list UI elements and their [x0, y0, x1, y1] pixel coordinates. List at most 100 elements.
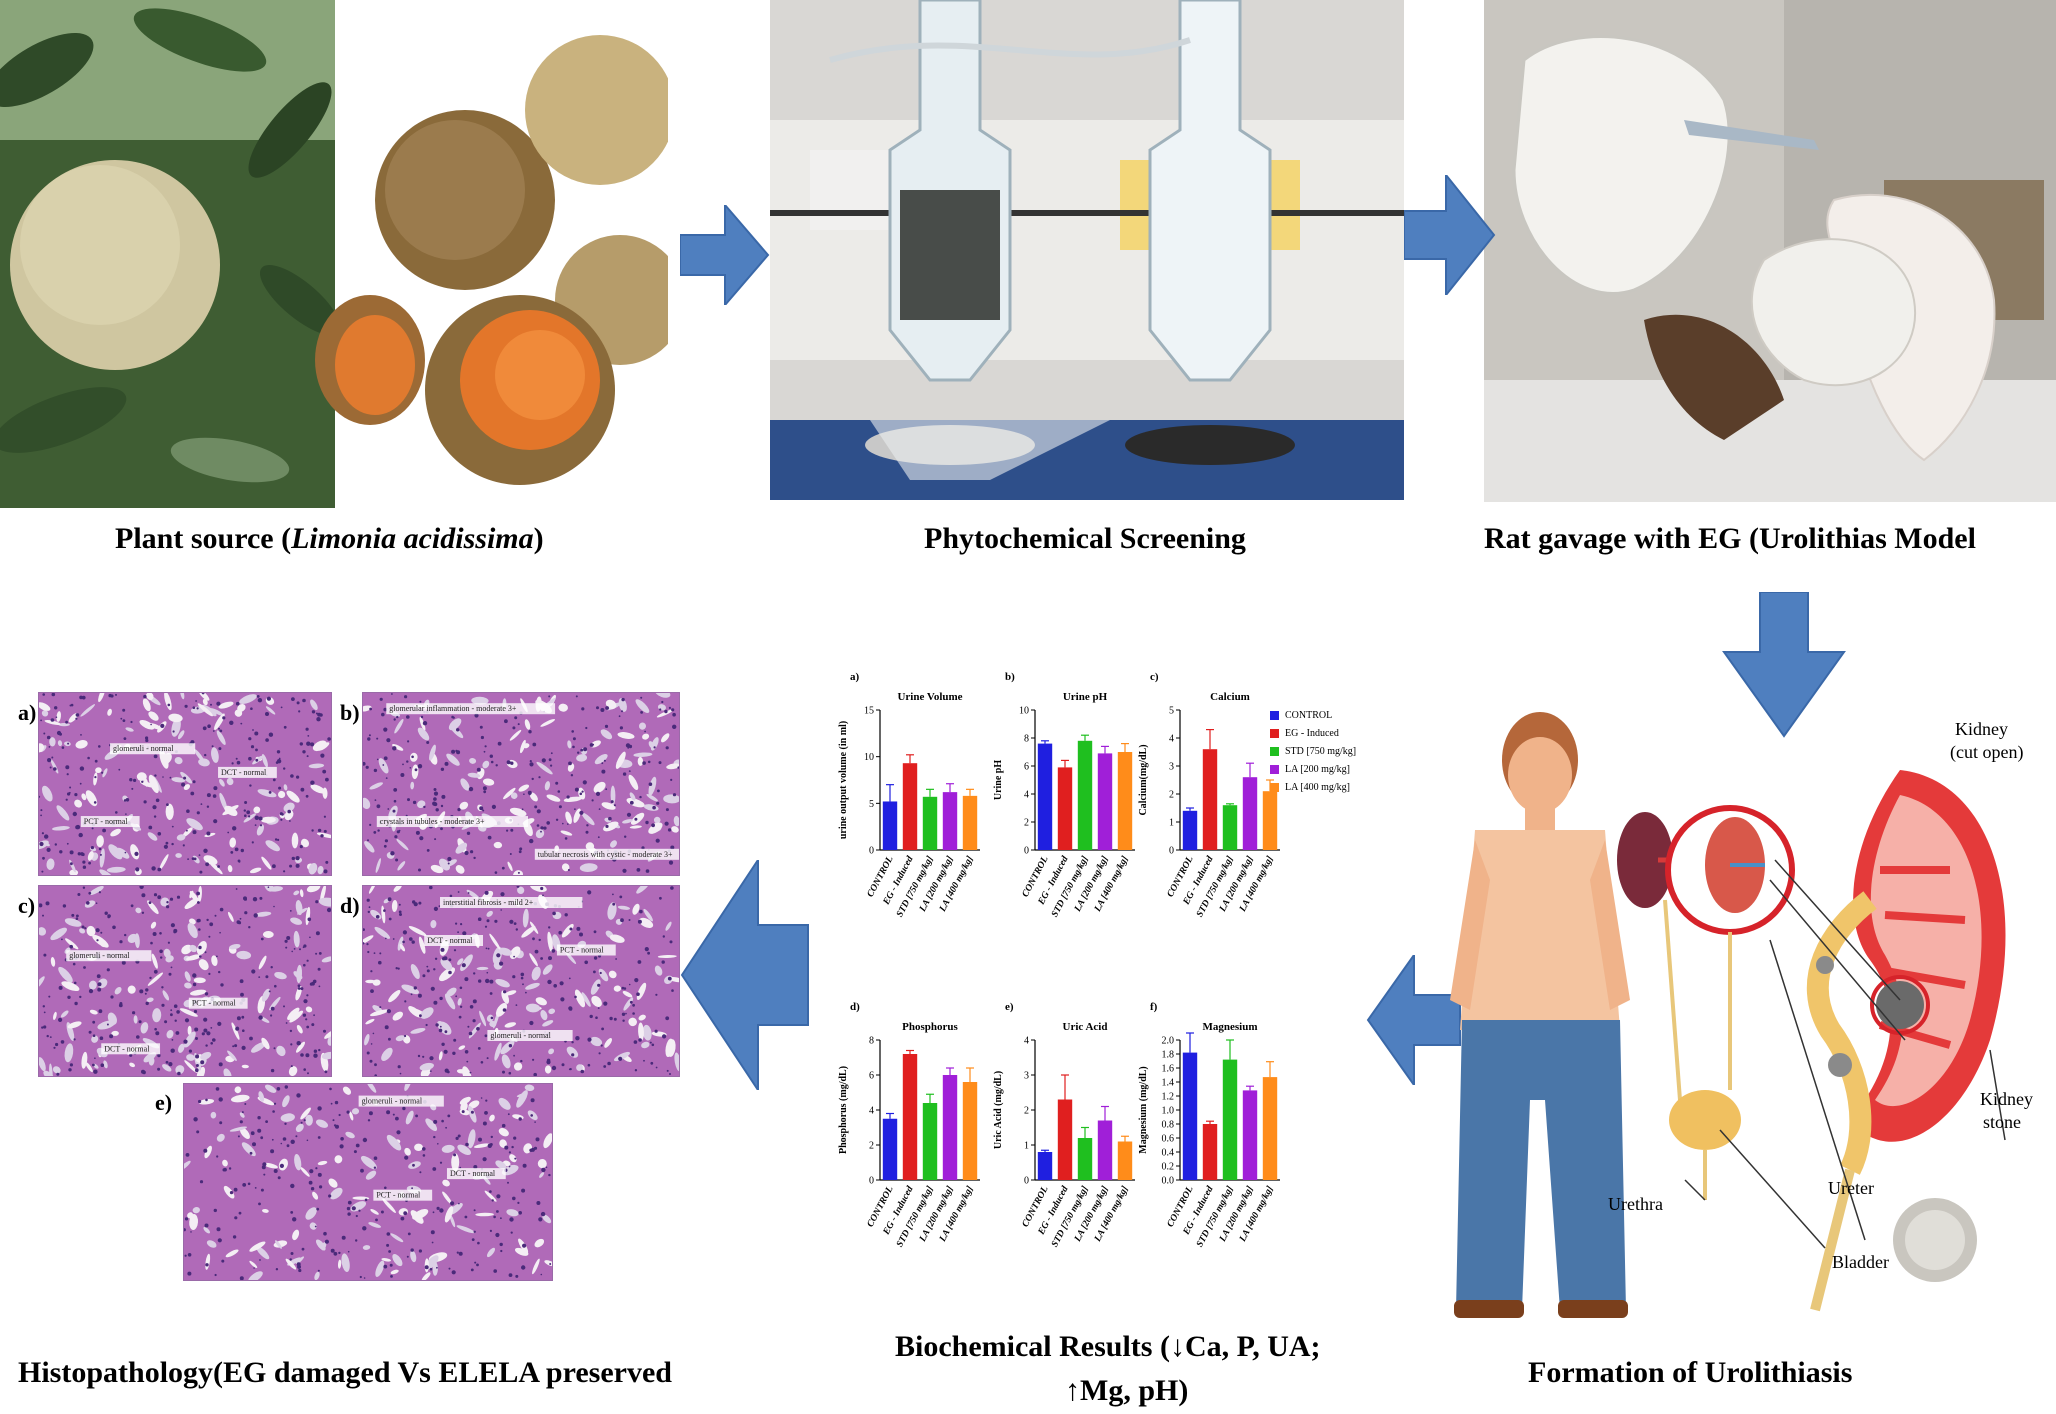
chart-y-tick-label: 0.0 [1162, 1176, 1175, 1187]
chart-title: Phosphorus [902, 1021, 958, 1033]
chart-y-label: Urine pH [993, 760, 1004, 801]
chart-y-tick-label: 8 [1024, 734, 1029, 745]
chart-bar [1242, 777, 1258, 850]
chart-panel-label: c) [1150, 671, 1159, 683]
legend-label-la400: LA [400 mg/kg] [1285, 782, 1350, 793]
chart-bar [1182, 810, 1198, 850]
chart-title: Uric Acid [1063, 1021, 1108, 1033]
histo-panel-b: glomerular inflammation - moderate 3+cry… [362, 692, 680, 876]
chart-bar [1182, 1052, 1198, 1180]
chart-bar [1242, 1090, 1258, 1180]
chart-y-tick-label: 0.4 [1162, 1148, 1175, 1159]
chart-y-tick-label: 0 [869, 846, 874, 857]
label-kidney-stone-2: stone [1983, 1112, 2021, 1132]
chart-bar [1077, 1138, 1093, 1180]
chart-legend: CONTROL EG - Induced STD [750 mg/kg] LA … [1270, 710, 1380, 800]
histo-tag-bg [188, 997, 248, 1009]
chart-bar [942, 792, 958, 850]
chart-y-tick-label: 2 [1169, 790, 1174, 801]
chart-y-tick-label: 1 [1024, 1141, 1029, 1152]
chart-y-tick-label: 0.2 [1162, 1162, 1175, 1173]
histo-tag-bg [446, 1168, 506, 1180]
histo-tag-bg [487, 1030, 573, 1041]
chart-y-tick-label: 8 [869, 1036, 874, 1047]
chart-y-tick-label: 3 [1024, 1071, 1029, 1082]
chart-y-tick-label: 1.2 [1162, 1092, 1175, 1103]
chart-y-tick-label: 5 [1169, 706, 1174, 717]
histo-tag: glomeruli - normal [490, 1031, 551, 1040]
legend-label-eg: EG - Induced [1285, 728, 1339, 739]
chart-y-tick-label: 4 [1024, 790, 1029, 801]
chart-y-tick-label: 0 [1169, 846, 1174, 857]
chart-bar [1097, 1120, 1113, 1180]
histo-panel-b-texture: glomerular inflammation - moderate 3+cry… [363, 693, 679, 875]
chart-y-label: Phosphorus (mg/dL) [838, 1066, 849, 1154]
chart-y-tick-label: 4 [1169, 734, 1174, 745]
arrow-right-2 [1404, 175, 1496, 295]
chart-y-tick-label: 1.6 [1162, 1064, 1175, 1075]
chart-title: Urine pH [1063, 691, 1108, 703]
chart-y-tick-label: 0 [869, 1176, 874, 1187]
formation-caption: Formation of Urolithiasis [1528, 1356, 1853, 1389]
chart-bar [1202, 749, 1218, 850]
chart-bar [1262, 1077, 1278, 1180]
biochem-caption-line1: Biochemical Results (↓Ca, P, UA; [895, 1330, 1321, 1363]
chart-bar [922, 1103, 938, 1180]
histo-tag: tubular necrosis with cystic - moderate … [538, 850, 673, 859]
chart-panel-label: f) [1150, 1001, 1158, 1013]
legend-swatch-std [1270, 747, 1279, 756]
chart-bar [1037, 743, 1053, 850]
chart-y-tick-label: 0.6 [1162, 1134, 1175, 1145]
label-ureter: Ureter [1828, 1178, 1874, 1198]
chart-bar [1097, 753, 1113, 850]
chart-panel-label: e) [1005, 1001, 1014, 1013]
chart-bar [882, 1118, 898, 1180]
histo-tag-bg [373, 1189, 433, 1201]
chart-panel-label: d) [850, 1001, 860, 1013]
label-urethra: Urethra [1608, 1194, 1663, 1214]
histo-tag-bg [80, 816, 140, 828]
chart-bar [902, 763, 918, 850]
histo-tag-bg [66, 950, 152, 962]
chart-bar [902, 1054, 918, 1180]
chart-bar [1117, 1141, 1133, 1180]
legend-item-std: STD [750 mg/kg] [1270, 746, 1380, 757]
phytochem-caption: Phytochemical Screening [924, 522, 1246, 555]
arrow-right-1 [680, 205, 770, 305]
chart-y-label: urine output volume (in ml) [838, 721, 849, 839]
chart-y-tick-label: 1.8 [1162, 1050, 1175, 1061]
label-cut-open: (cut open) [1950, 742, 2023, 763]
chart-y-tick-label: 1.4 [1162, 1078, 1175, 1089]
histo-tag-bg [110, 743, 196, 755]
biochem-caption-line2: ↑Mg, pH) [1065, 1374, 1189, 1407]
arrow-right-2-shape [1404, 175, 1496, 295]
chart-bar [1202, 1124, 1218, 1180]
histo-tag: glomeruli - normal [362, 1097, 423, 1106]
histo-tag-bg [534, 848, 679, 860]
chart-y-tick-label: 5 [869, 799, 874, 810]
histo-tag-bg [440, 897, 583, 908]
chart-bar [922, 796, 938, 850]
chart-bar [1057, 767, 1073, 850]
legend-item-control: CONTROL [1270, 710, 1380, 721]
chart-y-tick-label: 0 [1024, 1176, 1029, 1187]
chart-bar [1057, 1099, 1073, 1180]
chart-bar [1222, 805, 1238, 850]
chart-title: Urine Volume [897, 691, 962, 703]
histo-tag: PCT - normal [192, 999, 237, 1008]
label-kidney-stone-1: Kidney [1980, 1089, 2033, 1109]
histo-tag: crystals in tubules - moderate 3+ [380, 817, 485, 826]
legend-item-la200: LA [200 mg/kg] [1270, 764, 1380, 775]
legend-swatch-eg [1270, 729, 1279, 738]
histo-label-e: e) [155, 1090, 173, 1115]
histo-tag-bg [424, 935, 483, 946]
histo-label-d: d) [340, 893, 360, 918]
arrow-down-shape [1722, 592, 1846, 738]
chart-y-label: Magnesium (mg/dL) [1138, 1066, 1149, 1154]
chart-bar [882, 801, 898, 850]
arrow-left-1-shape [1366, 955, 1461, 1085]
plant-caption: Plant source (Limonia acidissima) [115, 522, 544, 555]
